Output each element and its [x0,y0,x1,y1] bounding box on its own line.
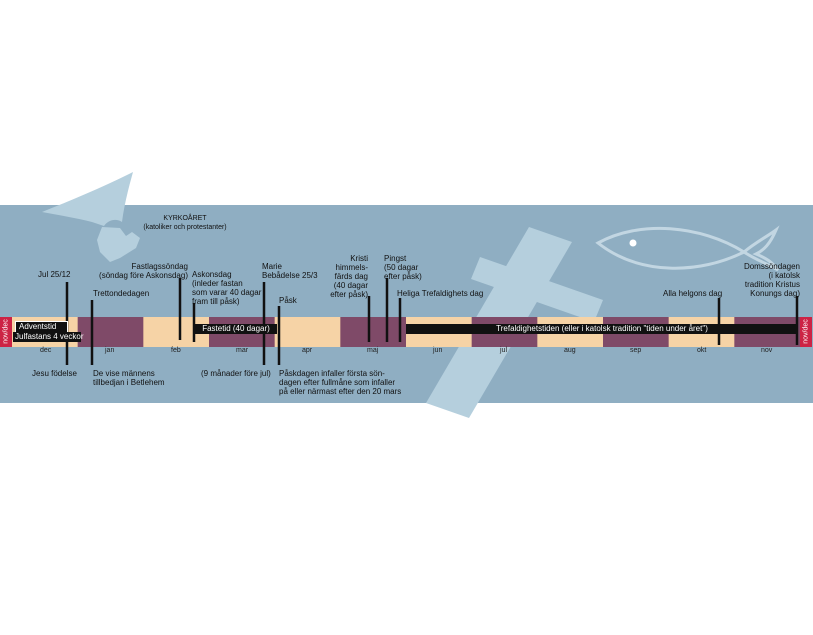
diagram-title: KYRKOÅRET [163,215,207,222]
label-jul: Jul 25/12 [38,270,71,279]
label-pingst: Pingst (50 dagar efter påsk) [384,254,422,281]
label-kristi: Kristi himmels- färds dag (40 dagar efte… [330,254,368,299]
label-alla-helgon: Alla helgons dag [663,289,723,298]
label-marie: Marie Bebådelse 25/3 [262,262,318,280]
month-jan: jan [105,347,115,354]
dove-icon [42,172,140,262]
month-jul: jul [500,347,508,354]
label-paskdagen: Påskdagen infaller första sön- dagen eft… [279,369,402,396]
month-apr: apr [302,347,313,354]
month-dec: dec [40,347,52,354]
ribbon-julfastan: Julfastans 4 veckor [13,332,84,342]
label-nio-manader: (9 månader före jul) [201,369,271,378]
label-pask: Påsk [279,296,297,305]
band-maj [340,317,407,347]
label-trettondedagen: Trettondedagen [93,289,150,298]
edge-left-label: nov/dec [2,319,10,344]
fish-icon [595,225,780,272]
label-domssondagen: Domssöndagen (i katolsk tradition Kristu… [743,262,800,298]
label-vise-mannen: De vise männens tillbedjan i Betlehem [93,369,165,387]
month-okt: okt [697,347,707,354]
month-maj: maj [367,347,379,354]
month-aug: aug [564,347,576,354]
label-askonsdag: Askonsdag (inleder fastan som varar 40 d… [192,270,262,306]
edge-right [800,317,812,347]
month-sep: sep [630,347,642,354]
label-trefaldighet: Heliga Trefaldighets dag [397,289,484,298]
band-jan [77,317,144,347]
ribbon-trefaldighetstiden: Trefaldighetstiden (eller i katolsk trad… [406,324,798,334]
band-apr [274,317,341,347]
month-feb: feb [171,347,181,354]
diagram-subtitle: (katoliker och protestanter) [143,224,227,231]
month-mar: mar [236,347,249,354]
label-fastlagssondag: Fastlagssöndag (söndag före Askonsdag) [99,262,188,280]
edge-right-label: nov/dec [802,319,810,344]
label-jesu-fodelse: Jesu födelse [32,369,77,378]
month-nov: nov [761,347,773,354]
edge-left [0,317,12,347]
ribbon-fastetid: Fastetid (40 dagar) [195,324,277,334]
month-jun: jun [433,347,443,354]
